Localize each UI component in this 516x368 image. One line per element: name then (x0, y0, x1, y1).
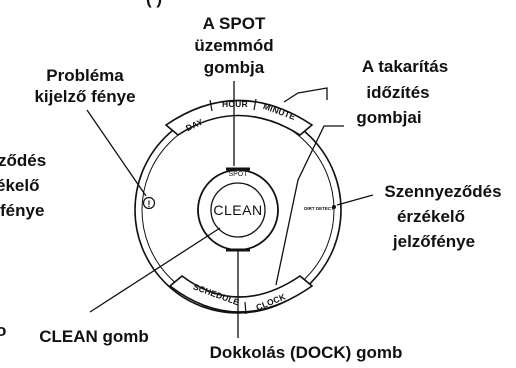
label-dirt-line3: jelzőfénye (392, 232, 475, 251)
label-dirt-left-line1: ződés (0, 151, 46, 170)
leader-timer-top (283, 87, 328, 103)
dirt-detect-label: DIRT DETECT (304, 206, 334, 211)
label-spot-line2: üzemmód (194, 36, 273, 55)
dirt-detect-light-icon (332, 205, 336, 209)
clean-button[interactable] (210, 182, 266, 238)
leader-clean (89, 227, 221, 313)
label-spot-line1: A SPOT (203, 14, 266, 33)
spot-button-label: SPOT (228, 171, 248, 178)
label-dirt-left-partial: ződés ékelő fénye (0, 151, 46, 220)
label-problem-line2: kijelző fénye (34, 87, 135, 106)
label-timer-line1: A takarítás (362, 57, 448, 76)
label-timer: A takarítás időzítés gombjai (356, 57, 448, 127)
divider (209, 99, 213, 112)
label-spot-line3: gombja (204, 58, 265, 77)
label-dirt-left-line2: ékelő (0, 176, 39, 195)
hour-button[interactable]: HOUR (222, 99, 248, 109)
label-clean-button: CLEAN gomb (39, 327, 149, 346)
label-problem: Probléma kijelző fénye (34, 66, 135, 106)
label-dock-button: Dokkolás (DOCK) gomb (210, 343, 403, 362)
divider (253, 98, 257, 111)
leader-lines (86, 81, 374, 338)
label-dirt-left-line3: fénye (0, 201, 44, 220)
clean-button-label: CLEAN (213, 202, 262, 218)
label-problem-line1: Probléma (46, 66, 124, 85)
schedule-clock-strip (168, 274, 314, 313)
label-timer-line3: gombjai (356, 108, 421, 127)
label-spot: A SPOT üzemmód gombja (194, 14, 273, 77)
label-dirt-line2: érzékelő (397, 207, 465, 226)
top-cut-text: ( ) (146, 0, 162, 8)
problem-indicator-glyph: ! (148, 199, 151, 209)
leader-timer-clock (275, 125, 344, 286)
problem-indicator-icon (142, 196, 156, 210)
left-edge-glyph: o (0, 321, 6, 340)
label-dirt-line1: Szennyeződés (384, 182, 501, 201)
label-timer-line2: időzítés (366, 83, 429, 102)
leader-dirt (336, 194, 374, 206)
divider (244, 301, 247, 315)
leader-problem (86, 109, 147, 197)
timer-buttons-strip (164, 99, 314, 136)
label-dirt-detect: Szennyeződés érzékelő jelzőfénye (384, 182, 501, 251)
